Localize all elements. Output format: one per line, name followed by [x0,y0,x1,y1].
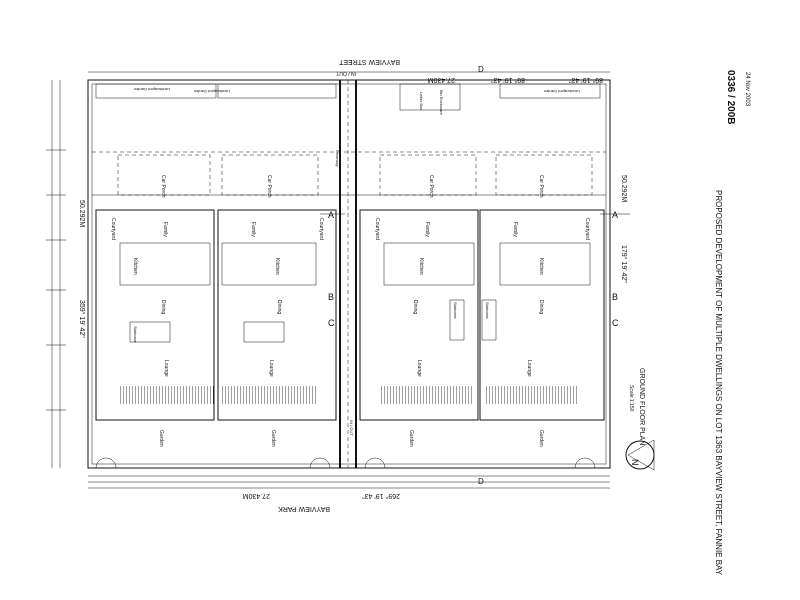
svg-text:Staircase: Staircase [453,302,458,319]
dim-bottom-label: 27.430M [243,492,270,499]
driveway: Driveway IN / OUT [335,80,357,468]
plan-scale: Scale 1:150 [628,385,634,412]
plan-title: GROUND FLOOR PLAN [638,368,645,445]
drawing-date: 24 Nov 2003 [744,72,750,107]
bearing-bottom-label: 269° 19' 43" [362,492,400,500]
svg-text:B: B [328,292,334,302]
svg-text:Landscaped Garden: Landscaped Garden [134,87,170,92]
in-out-label-bottom: IN / OUT [349,420,354,436]
svg-text:Dining: Dining [412,300,418,314]
section-marker-c: C C [328,318,619,328]
svg-text:Garden: Garden [158,430,164,447]
svg-text:Family: Family [162,222,168,237]
drawing-number: 0336 / 200B [725,70,736,125]
north-arrow: N [625,439,655,471]
svg-text:Courtyard: Courtyard [110,218,116,240]
svg-text:Car Porch: Car Porch [160,175,166,198]
section-marker-a: A A [320,210,630,220]
dim-left-label: 50.292M [78,200,85,227]
svg-text:Courtyard: Courtyard [584,218,590,240]
dwelling-unit-3: Letter Box Bin Enclosure Car Porch Kitch… [359,83,479,447]
svg-text:Courtyard: Courtyard [318,218,324,240]
svg-text:Dining: Dining [538,300,544,314]
svg-text:Landscaped Garden: Landscaped Garden [194,89,230,94]
svg-text:Lounge: Lounge [163,360,169,377]
svg-text:C: C [328,318,335,328]
svg-text:Garden: Garden [270,430,276,447]
dwelling-unit-1: Landscaped Garden Car Porch Kitchen Cour… [95,83,217,447]
dim-right-label: 50.292M [620,175,627,202]
svg-text:C: C [612,318,619,328]
svg-text:Lounge: Lounge [268,360,274,377]
svg-text:Car Porch: Car Porch [266,175,272,198]
bearing-right-label: 179° 19' 42" [620,245,628,283]
in-out-label: IN / OUT [336,70,356,76]
svg-text:Bin Enclosure: Bin Enclosure [439,90,444,115]
street-bottom-label: BAYVIEW PARK [278,505,330,512]
svg-text:Family: Family [424,222,430,237]
dwelling-unit-4: Landscaped Garden Car Porch Kitchen Cour… [479,83,605,447]
svg-text:Family: Family [512,222,518,237]
svg-text:B: B [612,292,618,302]
svg-text:Staircase: Staircase [133,326,138,343]
project-title: PROPOSED DEVELOPMENT OF MULTIPLE DWELLIN… [714,190,723,576]
bearing-top-label: 89° 19' 43" [491,76,525,84]
svg-text:Staircase: Staircase [485,302,490,319]
svg-text:Car Porch: Car Porch [538,175,544,198]
svg-text:Dining: Dining [160,300,166,314]
svg-text:Garden: Garden [538,430,544,447]
svg-text:A: A [612,210,618,220]
section-marker-b: B B [328,292,618,302]
svg-text:Car Porch: Car Porch [428,175,434,198]
svg-text:N: N [630,459,640,466]
svg-text:Family: Family [250,222,256,237]
svg-text:Lounge: Lounge [526,360,532,377]
site-boundary [87,79,611,469]
svg-text:Kitchen: Kitchen [274,258,280,275]
svg-text:Garden: Garden [408,430,414,447]
svg-text:A: A [328,210,334,220]
svg-text:Lounge: Lounge [416,360,422,377]
section-marker-d: D D [478,65,484,486]
svg-text:D: D [478,477,484,486]
svg-text:Courtyard: Courtyard [374,218,380,240]
dwelling-unit-2: Landscaped Garden Car Porch Kitchen Cour… [194,83,337,447]
svg-text:Landscaped Garden: Landscaped Garden [544,89,580,94]
svg-text:D: D [478,65,484,74]
svg-text:Kitchen: Kitchen [538,258,544,275]
dim-top-label: 27.430M [428,76,455,83]
svg-text:Kitchen: Kitchen [132,258,138,275]
street-top-label: BAYVIEW STREET [338,58,400,65]
left-dimension-strip: 50.292M 359° 19' 42" [46,80,86,468]
svg-text:Kitchen: Kitchen [418,258,424,275]
bearing-left-label: 359° 19' 42" [78,300,86,338]
svg-text:Letter Box: Letter Box [419,92,424,110]
svg-text:Dining: Dining [276,300,282,314]
driveway-label: Driveway [335,150,340,166]
bearing-top-label-2: 89° 19' 43" [569,76,603,84]
